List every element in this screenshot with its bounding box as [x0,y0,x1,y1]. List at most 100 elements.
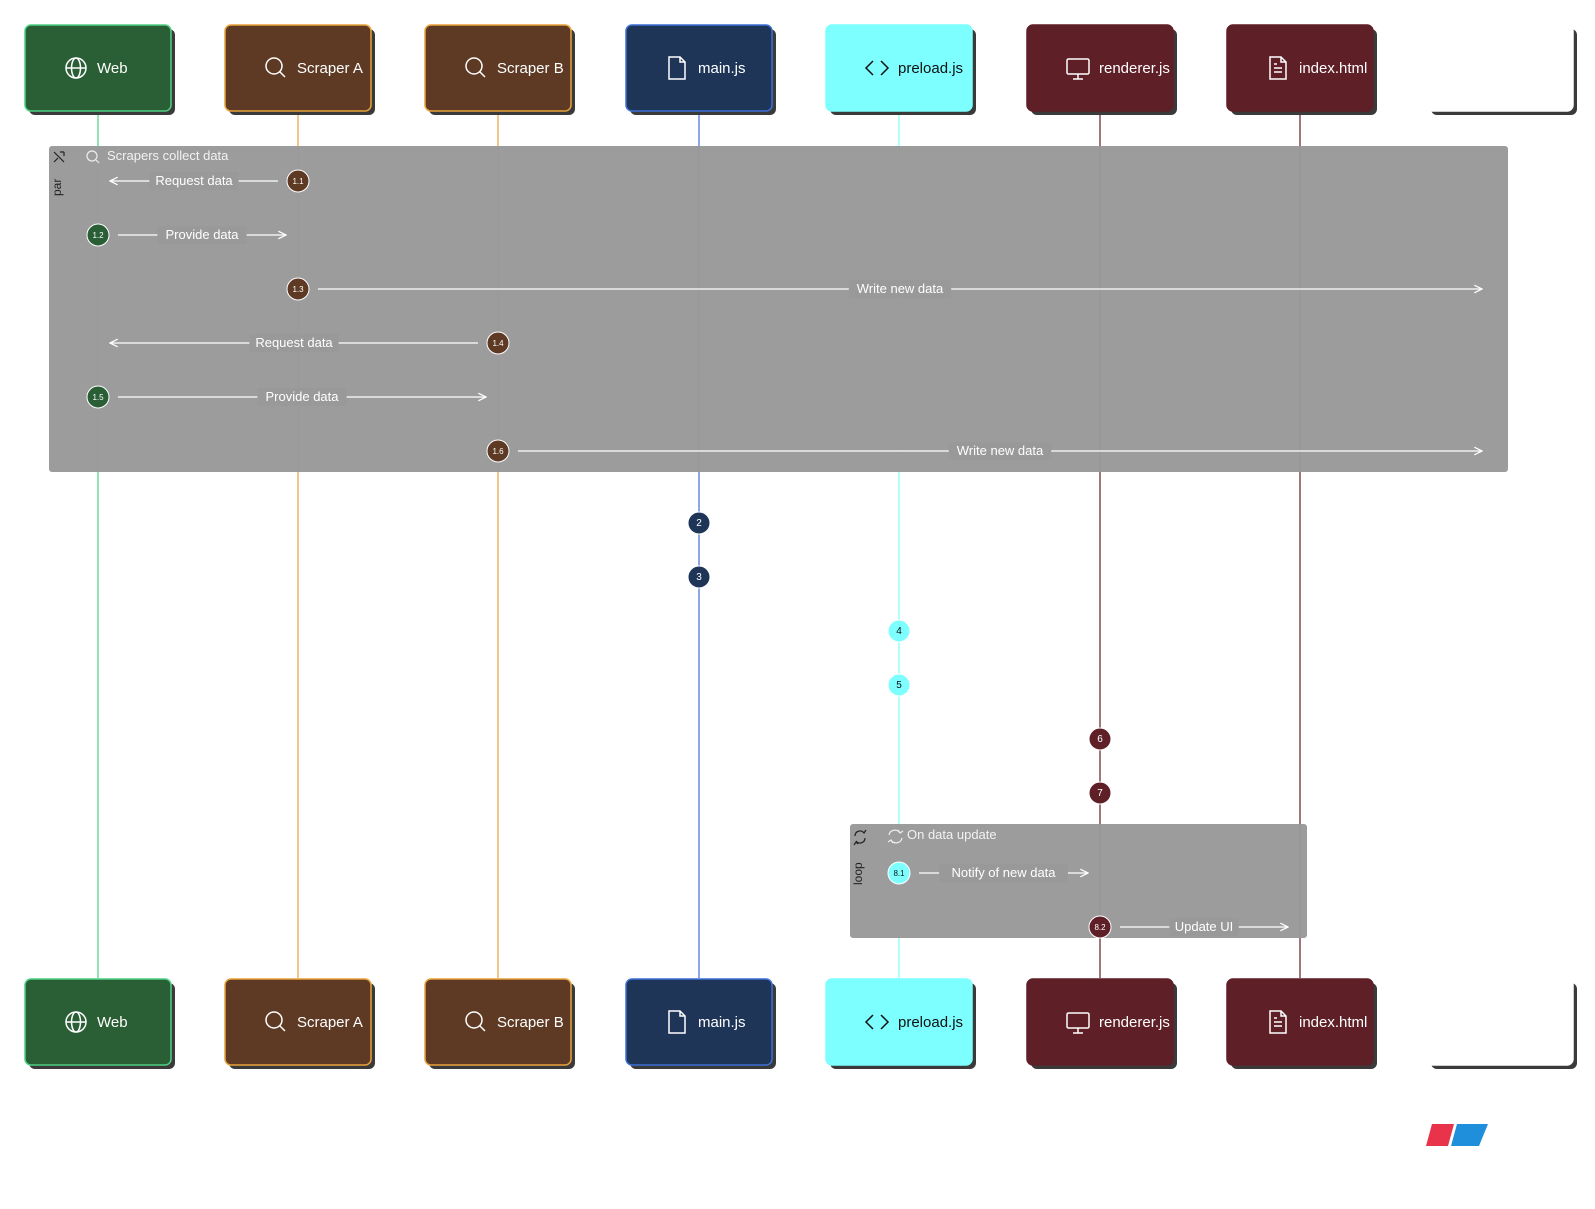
message-label: Provide data [166,227,240,242]
loop-frame: loop On data update [850,824,1307,938]
actor-box-main-top[interactable]: main.js [625,24,776,115]
step-marker [486,331,510,355]
par-frame: par Scrapers collect data [49,146,1508,472]
file-icon [668,1010,686,1034]
message-label: Write new data [857,281,944,296]
par-frame-title: Scrapers collect data [107,148,229,163]
message-label-bg [948,442,1052,460]
actor-label: main.js [698,1014,746,1031]
message-label-bg [939,864,1068,882]
actors-bottom: Web Scraper A Scraper B main.js preload.js re… [24,978,1577,1069]
loop-frame-type: loop [851,862,865,885]
par-icon [53,151,65,163]
refresh-icon [887,829,904,844]
message-2: 2 [687,511,711,535]
loop-frame-title: On data update [907,827,997,842]
actor-label: renderer.js [1099,1014,1170,1031]
actor-label: Scraper A [297,60,363,77]
actor-box-scraperA-top[interactable]: Scraper A [224,24,375,115]
step-marker [86,223,110,247]
app-logo [1426,1124,1488,1146]
message-1-4: Request data 1.4 [110,331,510,355]
step-number: 6 [1097,734,1103,745]
message-label: Notify of new data [951,865,1056,880]
message-4: 4 [887,619,911,643]
message-label-bg [257,388,347,406]
code-icon [864,60,890,76]
loop-icon [853,829,867,846]
step-marker [1088,781,1112,805]
file-text-icon [1269,1010,1287,1034]
actor-label: Web [97,1014,128,1031]
step-marker [86,385,110,409]
actor-box-web-top[interactable]: Web [24,24,175,115]
message-1-3: Write new data 1.3 [286,277,1482,301]
step-marker [887,619,911,643]
step-marker [887,673,911,697]
search-icon [465,1011,486,1032]
actor-box-preload-top[interactable]: preload.js [825,24,976,115]
actor-label: index.html [1299,1014,1367,1031]
actor-box-index-top[interactable]: index.html [1226,24,1377,115]
message-label-bg [149,172,239,190]
step-number: 4 [896,626,902,637]
actor-label: Scraper B [497,60,564,77]
message-label-bg [249,334,339,352]
message-3: 3 [687,565,711,589]
actor-box-extra-top[interactable] [1426,24,1577,115]
step-marker [286,277,310,301]
step-number: 8.2 [1094,923,1106,932]
actor-label: main.js [698,60,746,77]
globe-icon [65,1011,87,1033]
actor-box-renderer-top[interactable]: renderer.js [1026,24,1177,115]
search-icon [465,57,486,78]
actor-label: index.html [1299,60,1367,77]
message-8-1: Notify of new data 8.1 [887,861,1088,885]
globe-icon [65,57,87,79]
message-8-2: Update UI 8.2 [1088,915,1288,939]
step-number: 1.2 [92,231,104,240]
actor-box-preload-bottom[interactable]: preload.js [825,978,976,1069]
step-marker [1088,727,1112,751]
monitor-icon [1066,1012,1090,1034]
monitor-icon [1066,58,1090,80]
actor-box-web-bottom[interactable]: Web [24,978,175,1069]
search-icon [265,57,286,78]
actor-label: Web [97,60,128,77]
actors-top: Web Scraper A Scraper B main.js preload.js re… [24,24,1577,115]
actor-box-scraperB-bottom[interactable]: Scraper B [424,978,575,1069]
message-1-2: Provide data 1.2 [86,223,286,247]
actor-box-scraperA-bottom[interactable]: Scraper A [224,978,375,1069]
step-number: 1.1 [292,177,304,186]
message-label: Provide data [266,389,340,404]
step-number: 1.4 [492,339,504,348]
actor-box-extra-bottom[interactable] [1426,978,1577,1069]
actor-label: Scraper A [297,1014,363,1031]
actor-label: preload.js [898,1014,963,1031]
par-frame-type: par [50,179,64,196]
message-7: 7 [1088,781,1112,805]
message-label: Request data [255,335,333,350]
step-marker [887,861,911,885]
step-marker [286,169,310,193]
message-label: Update UI [1175,919,1234,934]
step-marker [486,439,510,463]
message-label-bg [848,280,952,298]
actor-box-renderer-bottom[interactable]: renderer.js [1026,978,1177,1069]
search-icon [265,1011,286,1032]
actor-box-index-bottom[interactable]: index.html [1226,978,1377,1069]
step-marker [687,511,711,535]
search-icon [86,150,100,164]
actor-box-scraperB-top[interactable]: Scraper B [424,24,575,115]
message-label-bg [1169,918,1239,936]
actor-box-main-bottom[interactable]: main.js [625,978,776,1069]
step-number: 8.1 [893,869,905,878]
step-number: 5 [896,680,902,691]
step-number: 1.6 [492,447,504,456]
step-number: 1.3 [292,285,304,294]
